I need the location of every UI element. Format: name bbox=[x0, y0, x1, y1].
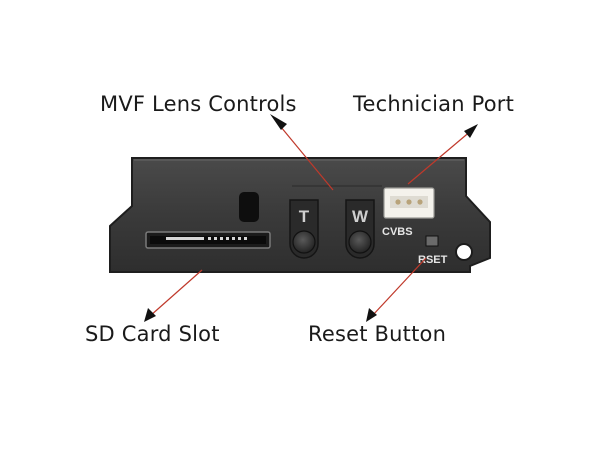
arrowhead-mvf bbox=[270, 114, 287, 130]
rubber-plug bbox=[239, 192, 259, 222]
rset-marking: RSET bbox=[418, 254, 448, 266]
mounting-hole bbox=[455, 243, 473, 261]
arrow-technician-port bbox=[407, 129, 473, 185]
callout-mvf-lens-controls: MVF Lens Controls bbox=[100, 92, 297, 116]
callout-technician-port: Technician Port bbox=[353, 92, 515, 116]
callout-reset-button: Reset Button bbox=[308, 322, 447, 346]
t-button-label: T bbox=[299, 207, 310, 226]
w-lens-button[interactable]: W bbox=[345, 199, 375, 259]
arrowhead-technician bbox=[464, 124, 478, 138]
arrow-reset-button bbox=[371, 257, 427, 317]
arrow-mvf-lens-controls bbox=[275, 120, 334, 191]
arrowhead-sd bbox=[144, 308, 156, 322]
sd-card-slot[interactable] bbox=[145, 231, 271, 249]
cvbs-marking: CVBS bbox=[382, 226, 413, 238]
arrowhead-reset bbox=[366, 308, 377, 322]
t-lens-button[interactable]: T bbox=[289, 199, 319, 259]
arrow-sd-card-slot bbox=[149, 269, 203, 317]
w-button-label: W bbox=[352, 207, 369, 226]
reset-button[interactable] bbox=[425, 235, 439, 247]
sd-contacts bbox=[166, 237, 247, 240]
technician-port-connector[interactable] bbox=[383, 187, 435, 219]
callout-sd-card-slot: SD Card Slot bbox=[85, 322, 220, 346]
